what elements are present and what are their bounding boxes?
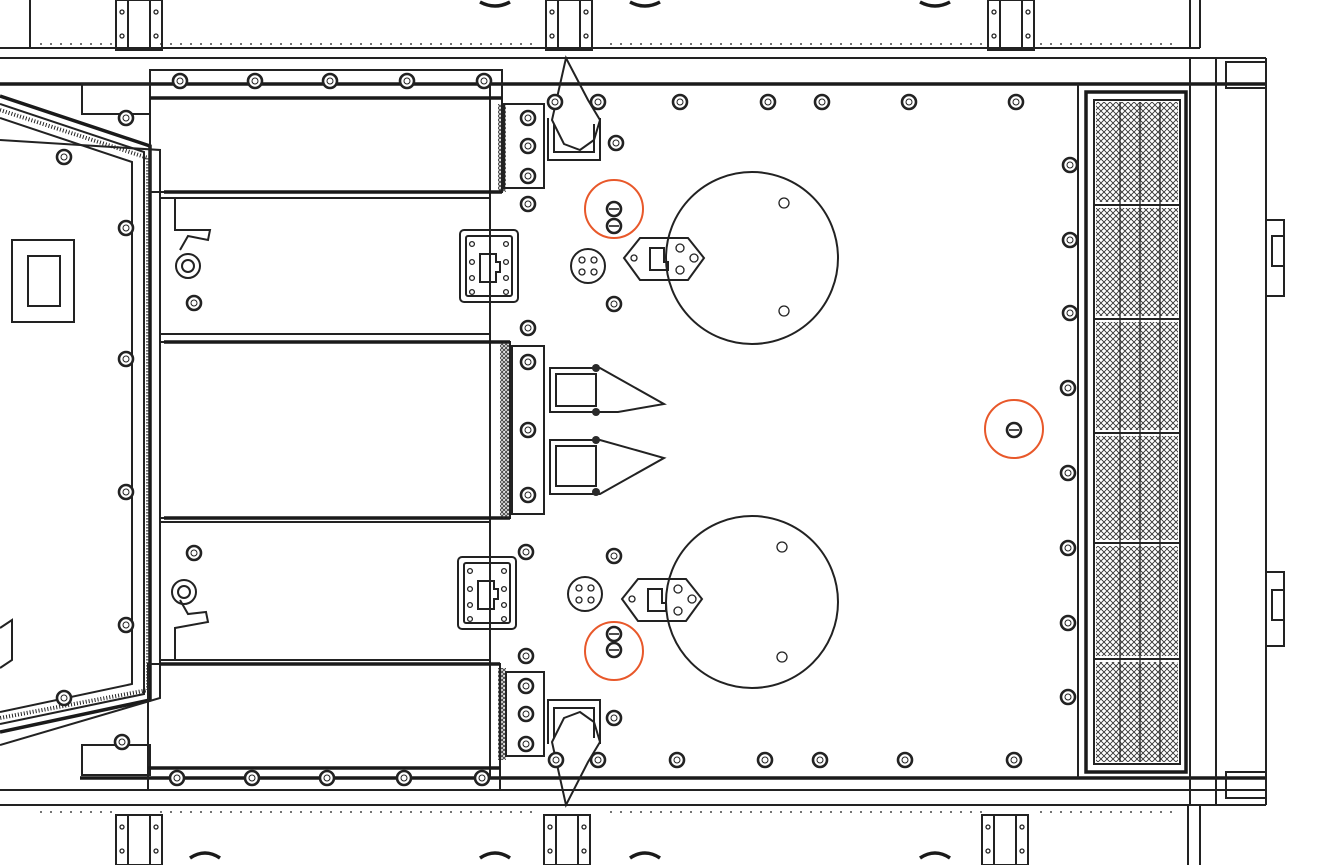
- mesh-grille: [1084, 90, 1188, 774]
- side-latches: [1265, 219, 1285, 647]
- bottom-rail: [0, 776, 1266, 865]
- latches: [547, 55, 667, 808]
- hinge-stubs: [115, 0, 1035, 865]
- left-frame: [0, 83, 161, 776]
- plate-hinges: [457, 229, 519, 630]
- circular-covers: [665, 171, 839, 689]
- bolts: [55, 72, 1079, 787]
- callout-circle: [584, 621, 644, 681]
- callout-circle: [984, 399, 1044, 459]
- hex-hinges: [567, 237, 706, 622]
- left-panels: [147, 69, 545, 791]
- callouts: [584, 179, 1044, 681]
- top-rail: [0, 0, 1266, 86]
- callout-circle: [584, 179, 644, 239]
